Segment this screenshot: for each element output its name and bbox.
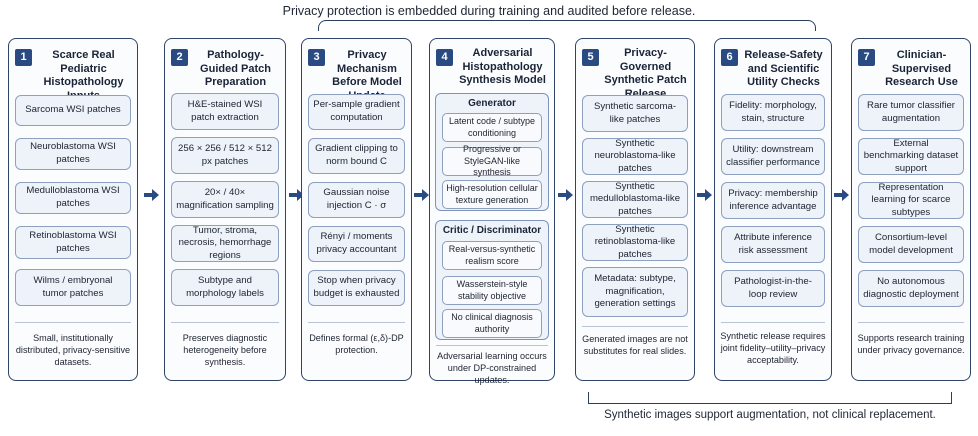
stage-6-panel: 6 Release-Safety and Scientific Utility …	[714, 38, 832, 381]
stage-3-item: Gaussian noise injection C · σ	[308, 182, 405, 218]
stage-7-item: Consortium-level model development	[858, 226, 964, 263]
stage-1-note: Small, institutionally distributed, priv…	[15, 333, 131, 367]
critic-group: Critic / Discriminator Real-versus-synth…	[435, 220, 549, 340]
stage-6-item: Pathologist-in-the-loop review	[721, 270, 825, 307]
stage-5-item: Synthetic neuroblastoma-like patches	[582, 138, 688, 175]
critic-item: Wasserstein-style stability objective	[442, 276, 542, 305]
stage-3-number: 3	[308, 49, 325, 66]
stage-7-title: Clinician-Supervised Research Use	[885, 49, 958, 88]
flow-arrow-icon	[558, 189, 573, 201]
stage-3-panel: 3 Privacy Mechanism Before Model Update …	[301, 38, 412, 381]
critic-item: No clinical diagnosis authority	[442, 309, 542, 338]
stage-1-item: Medulloblastoma WSI patches	[15, 182, 131, 214]
generator-title: Generator	[468, 98, 516, 109]
stage-3-item: Per-sample gradient computation	[308, 94, 405, 130]
stage-1-item: Wilms / embryonal tumor patches	[15, 269, 131, 306]
critic-item: Real-versus-synthetic realism score	[442, 241, 542, 270]
stage-3-item: Gradient clipping to norm bound C	[308, 138, 405, 174]
stage-4-divider	[436, 345, 548, 346]
stage-5-divider	[582, 326, 688, 327]
stage-4-title: Adversarial Histopathology Synthesis Mod…	[459, 47, 546, 86]
stage-7-item: No autonomous diagnostic deployment	[858, 270, 964, 307]
stage-3-item: Rényi / moments privacy accountant	[308, 226, 405, 262]
stage-6-item: Privacy: membership inference advantage	[721, 182, 825, 219]
stage-7-item: Representation learning for scarce subty…	[858, 182, 964, 219]
stage-6-item: Attribute inference risk assessment	[721, 226, 825, 263]
stage-2-number: 2	[171, 49, 188, 66]
stage-2-panel: 2 Pathology-Guided Patch Preparation H&E…	[164, 38, 286, 381]
stage-6-item: Utility: downstream classifier performan…	[721, 138, 825, 175]
stage-3-divider	[308, 322, 405, 323]
generator-item: Latent code / subtype conditioning	[442, 113, 542, 142]
stage-1-number: 1	[15, 49, 32, 66]
stage-7-item: External benchmarking dataset support	[858, 138, 964, 175]
stage-1-divider	[15, 322, 131, 323]
stage-7-note: Supports research training under privacy…	[857, 333, 965, 355]
stage-2-item: Tumor, stroma, necrosis, hemorrhage regi…	[171, 225, 279, 262]
stage-1-item: Retinoblastoma WSI patches	[15, 226, 131, 259]
stage-3-item: Stop when privacy budget is exhausted	[308, 270, 405, 306]
flow-arrow-icon	[697, 189, 712, 201]
flow-arrow-icon	[414, 189, 429, 201]
stage-3-note: Defines formal (ε,δ)-DP protection.	[309, 333, 404, 355]
augmentation-bracket	[588, 392, 952, 404]
generator-item: High-resolution cellular texture generat…	[442, 180, 542, 209]
stage-5-number: 5	[582, 49, 599, 66]
stage-6-note: Synthetic release requires joint fidelit…	[720, 331, 826, 365]
stage-2-item: H&E-stained WSI patch extraction	[171, 93, 279, 130]
stage-2-item: 20× / 40× magnification sampling	[171, 181, 279, 218]
stage-2-divider	[171, 322, 279, 323]
critic-title: Critic / Discriminator	[442, 225, 542, 236]
stage-7-number: 7	[858, 49, 875, 66]
generator-item: Progressive or StyleGAN-like synthesis	[442, 144, 542, 177]
stage-7-panel: 7 Clinician-Supervised Research Use Rare…	[851, 38, 971, 381]
flow-arrow-icon	[834, 189, 849, 201]
stage-4-number: 4	[436, 49, 453, 66]
stage-2-title: Pathology-Guided Patch Preparation	[200, 49, 271, 88]
augmentation-caption: Synthetic images support augmentation, n…	[604, 409, 936, 421]
stage-2-item: Subtype and morphology labels	[171, 269, 279, 306]
stage-1-item: Neuroblastoma WSI patches	[15, 138, 131, 170]
stage-4-panel: 4 Adversarial Histopathology Synthesis M…	[429, 38, 555, 385]
stage-6-title: Release-Safety and Scientific Utility Ch…	[744, 49, 823, 88]
stage-6-item: Fidelity: morphology, stain, structure	[721, 94, 825, 131]
stage-5-item: Synthetic medulloblastoma-like patches	[582, 181, 688, 218]
privacy-bracket	[318, 20, 816, 31]
stage-5-item: Metadata: subtype, magnification, genera…	[582, 267, 688, 317]
privacy-caption: Privacy protection is embedded during tr…	[282, 4, 696, 18]
flow-arrow-icon	[144, 189, 159, 201]
stage-7-divider	[858, 322, 964, 323]
stage-2-note: Preserves diagnostic heterogeneity befor…	[182, 333, 268, 367]
generator-group: Generator Latent code / subtype conditio…	[435, 93, 549, 211]
stage-5-item: Synthetic retinoblastoma-like patches	[582, 224, 688, 261]
stage-1-panel: 1 Scarce Real Pediatric Histopathology I…	[8, 38, 138, 381]
stage-6-number: 6	[721, 49, 738, 66]
stage-2-item: 256 × 256 / 512 × 512 px patches	[171, 137, 279, 174]
stage-5-item: Synthetic sarcoma-like patches	[582, 95, 688, 132]
stage-5-panel: 5 Privacy-Governed Synthetic Patch Relea…	[575, 38, 695, 381]
stage-5-note: Generated images are not substitutes for…	[582, 334, 688, 356]
stage-1-item: Sarcoma WSI patches	[15, 95, 131, 126]
stage-6-divider	[721, 322, 825, 323]
stage-7-item: Rare tumor classifier augmentation	[858, 94, 964, 131]
flow-arrow-icon	[289, 189, 304, 201]
stage-4-note: Adversarial learning occurs under DP-con…	[437, 351, 547, 385]
